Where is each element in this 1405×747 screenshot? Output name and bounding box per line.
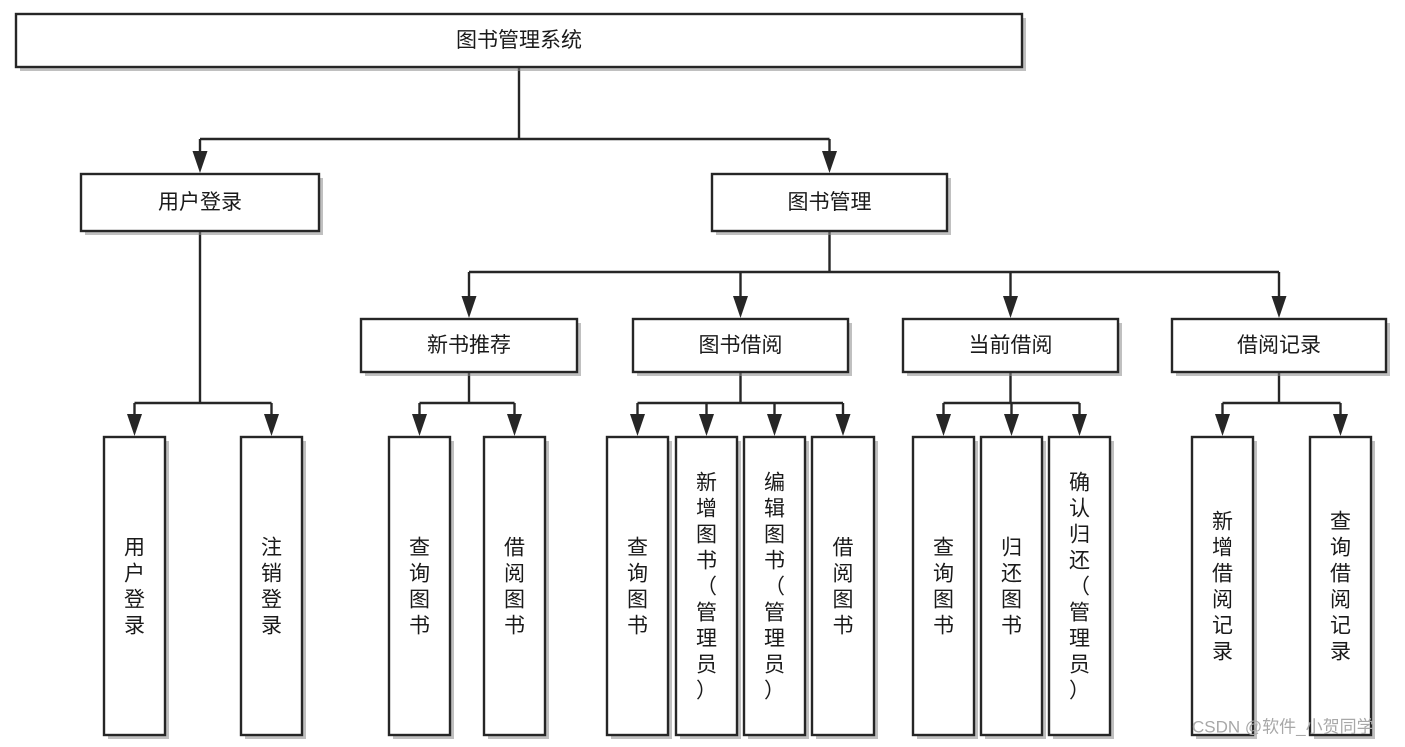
node-box[interactable] [810, 435, 876, 737]
connector-group-borrow-record [1215, 372, 1348, 436]
node-label: 查询借阅记录 [1330, 510, 1351, 663]
node-label: 查询图书 [627, 536, 648, 637]
connector-group-root [192, 67, 837, 173]
node-book-borrow[interactable]: 图书借阅 [631, 317, 852, 376]
node-user-login[interactable]: 用户登录 [79, 172, 323, 235]
arrow-head-icon [1271, 296, 1287, 318]
node-box[interactable] [901, 317, 1120, 374]
node-label: 查询图书 [409, 536, 430, 637]
arrow-head-icon [412, 414, 427, 436]
node-box[interactable] [674, 435, 739, 737]
node-box[interactable] [1308, 435, 1373, 737]
connector-group-current-borrow [936, 372, 1087, 436]
watermark-layer: CSDN @软件_小贺同学 [1192, 717, 1374, 736]
node-box[interactable] [911, 435, 976, 737]
arrow-head-icon [1003, 296, 1018, 318]
node-box[interactable] [239, 435, 304, 737]
node-box[interactable] [631, 317, 850, 374]
node-leaf-logout-login[interactable]: 注销登录 [239, 435, 306, 739]
node-box[interactable] [1170, 317, 1388, 374]
arrow-head-icon [936, 414, 951, 436]
connector-group-user-login [127, 231, 279, 436]
node-layer: 图书管理系统用户登录图书管理新书推荐图书借阅当前借阅借阅记录用户登录注销登录查询… [14, 12, 1390, 739]
connector-group-new-book-recommend [412, 372, 522, 436]
node-label: 注销登录 [261, 536, 282, 637]
node-leaf-edit-book[interactable]: 编辑图书（管理员） [742, 435, 809, 739]
arrow-head-icon [733, 296, 748, 318]
node-label: 查询图书 [933, 536, 954, 637]
node-box[interactable] [79, 172, 321, 233]
arrow-head-icon [192, 151, 208, 173]
node-label: 新书推荐 [427, 334, 511, 357]
connector-group-book-borrow [630, 372, 851, 436]
arrow-head-icon [630, 414, 645, 436]
node-label: 用户登录 [158, 191, 242, 214]
node-label: 借阅图书 [504, 536, 525, 637]
node-leaf-user-login[interactable]: 用户登录 [102, 435, 169, 739]
node-box[interactable] [979, 435, 1044, 737]
node-label: 编辑图书（管理员） [764, 471, 785, 702]
node-box[interactable] [14, 12, 1024, 69]
node-label: 归还图书 [1001, 536, 1022, 637]
node-leaf-query-book-2[interactable]: 查询图书 [605, 435, 672, 739]
node-leaf-borrow-book-2[interactable]: 借阅图书 [810, 435, 878, 739]
node-leaf-add-book[interactable]: 新增图书（管理员） [674, 435, 741, 739]
node-box[interactable] [1047, 435, 1112, 737]
node-root[interactable]: 图书管理系统 [14, 12, 1026, 71]
node-box[interactable] [102, 435, 167, 737]
csdn-watermark: CSDN @软件_小贺同学 [1192, 717, 1374, 736]
arrow-head-icon [822, 151, 837, 173]
node-label: 新增图书（管理员） [696, 471, 717, 702]
arrow-head-icon [1072, 414, 1087, 436]
arrow-head-icon [835, 414, 851, 436]
node-label: 确认归还（管理员） [1069, 471, 1090, 702]
node-leaf-query-borrow-record[interactable]: 查询借阅记录 [1308, 435, 1375, 739]
node-label: 图书管理 [788, 191, 872, 214]
node-box[interactable] [1190, 435, 1255, 737]
node-leaf-borrow-book-1[interactable]: 借阅图书 [482, 435, 549, 739]
arrow-head-icon [1004, 414, 1019, 436]
node-box[interactable] [482, 435, 547, 737]
node-label: 当前借阅 [969, 334, 1053, 357]
arrow-head-icon [264, 414, 279, 436]
node-leaf-add-borrow-record[interactable]: 新增借阅记录 [1190, 435, 1257, 739]
connector-layer [127, 67, 1348, 436]
node-borrow-record[interactable]: 借阅记录 [1170, 317, 1390, 376]
node-new-book-recommend[interactable]: 新书推荐 [359, 317, 581, 376]
node-box[interactable] [359, 317, 579, 374]
node-current-borrow[interactable]: 当前借阅 [901, 317, 1122, 376]
arrow-head-icon [507, 414, 522, 436]
node-label: 图书管理系统 [456, 29, 582, 52]
node-box[interactable] [742, 435, 807, 737]
node-leaf-return-book[interactable]: 归还图书 [979, 435, 1046, 739]
arrow-head-icon [461, 296, 477, 318]
node-leaf-confirm-return[interactable]: 确认归还（管理员） [1047, 435, 1114, 739]
connector-group-book-manage [461, 231, 1287, 318]
node-label: 借阅图书 [833, 536, 854, 637]
node-box[interactable] [605, 435, 670, 737]
node-leaf-query-book-3[interactable]: 查询图书 [911, 435, 978, 739]
node-label: 新增借阅记录 [1212, 510, 1233, 663]
arrow-head-icon [699, 414, 714, 436]
node-label: 用户登录 [124, 536, 145, 637]
node-box[interactable] [387, 435, 452, 737]
node-box[interactable] [710, 172, 949, 233]
arrow-head-icon [1333, 414, 1348, 436]
node-label: 图书借阅 [699, 334, 783, 357]
node-book-manage[interactable]: 图书管理 [710, 172, 951, 235]
arrow-head-icon [767, 414, 782, 436]
arrow-head-icon [127, 414, 142, 436]
node-leaf-query-book-1[interactable]: 查询图书 [387, 435, 454, 739]
arrow-head-icon [1215, 414, 1230, 436]
node-label: 借阅记录 [1237, 334, 1321, 357]
